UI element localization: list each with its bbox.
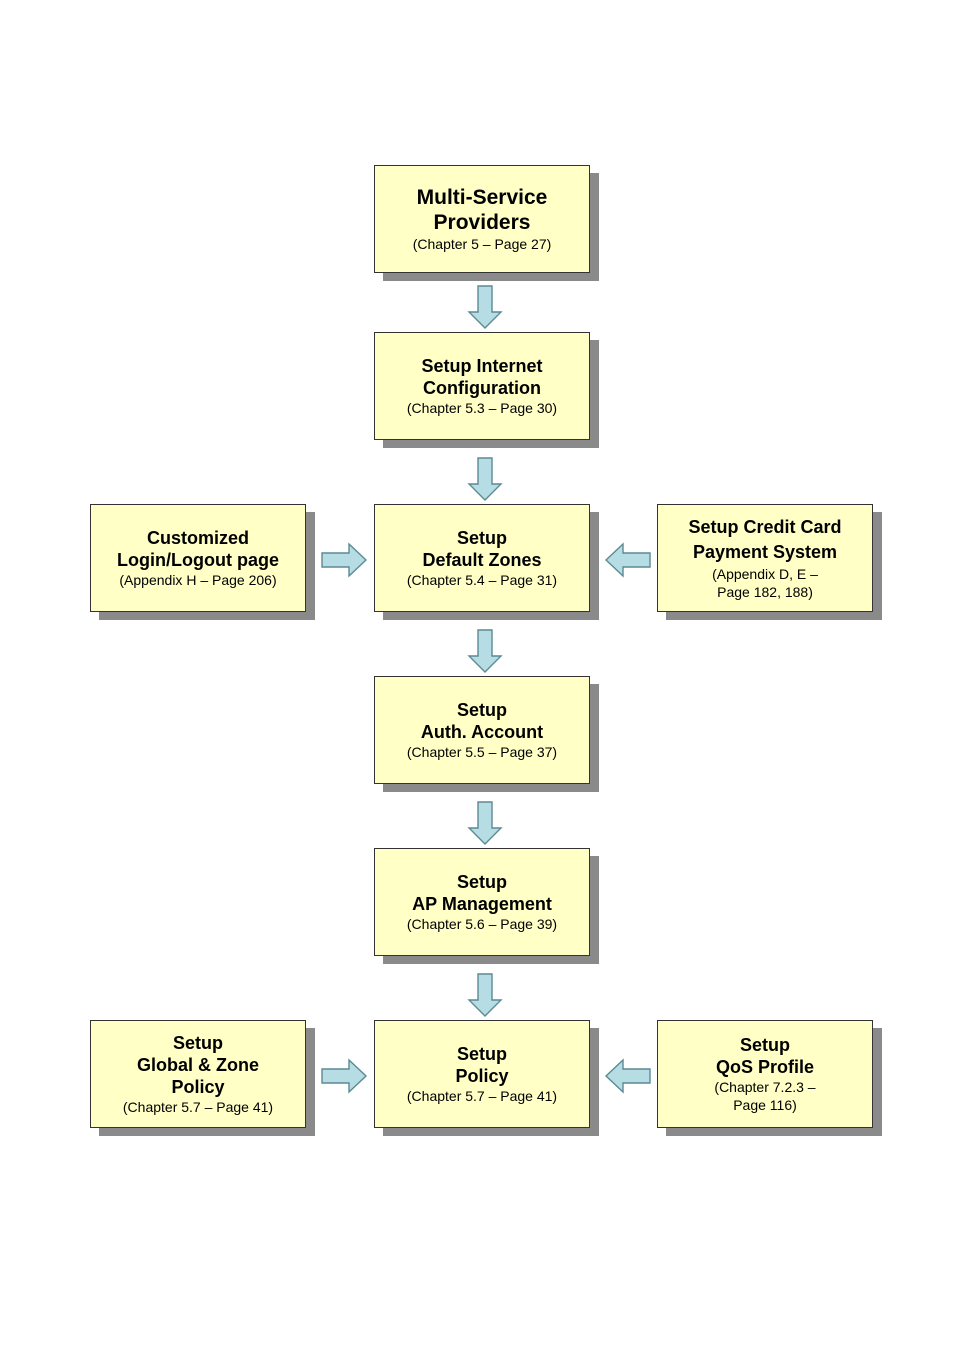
box-title-line-2: Configuration	[423, 378, 541, 398]
box-title-line-1: Setup	[456, 1044, 507, 1064]
box-setup-qos-profile: Setup QoS Profile (Chapter 7.2.3 – Page …	[657, 1020, 873, 1128]
box-title-line-1: Setup Internet	[421, 356, 543, 376]
box-setup-global-zone-policy: Setup Global & Zone Policy (Chapter 5.7 …	[90, 1020, 306, 1128]
box-reference-line-2: Page 182, 188)	[717, 584, 813, 600]
box-title-line-1: Setup	[456, 872, 507, 892]
box-title-line-1: Setup	[456, 528, 507, 548]
box-title-line-1: Setup	[739, 1035, 790, 1055]
box-title-line-2: Auth. Account	[420, 722, 544, 742]
box-title-line-1: Multi-Service	[416, 186, 548, 209]
left-arrow-icon	[604, 1058, 651, 1094]
box-title-line-2: AP Management	[412, 894, 552, 914]
down-arrow-icon	[467, 801, 503, 845]
box-title-line-3: Policy	[171, 1077, 225, 1097]
box-multi-service-providers: Multi-Service Providers (Chapter 5 – Pag…	[374, 165, 590, 273]
box-setup-policy: Setup Policy (Chapter 5.7 – Page 41)	[374, 1020, 590, 1128]
left-arrow-icon	[604, 542, 651, 578]
right-arrow-icon	[321, 1058, 368, 1094]
box-setup-internet-configuration: Setup Internet Configuration (Chapter 5.…	[374, 332, 590, 440]
box-reference: (Chapter 5.5 – Page 37)	[406, 744, 558, 760]
box-title-line-1: Setup Credit Card	[688, 517, 842, 537]
box-setup-credit-card-payment-system: Setup Credit Card Payment System (Append…	[657, 504, 873, 612]
box-setup-default-zones: Setup Default Zones (Chapter 5.4 – Page …	[374, 504, 590, 612]
down-arrow-icon	[467, 973, 503, 1017]
box-reference: (Chapter 5.3 – Page 30)	[406, 400, 558, 416]
box-reference: (Chapter 5.4 – Page 31)	[406, 572, 558, 588]
box-reference: (Chapter 5 – Page 27)	[412, 236, 552, 252]
down-arrow-icon	[467, 285, 503, 329]
box-title-line-1: Setup	[456, 700, 507, 720]
box-title-line-2: Default Zones	[422, 550, 542, 570]
box-customized-login-logout-page: Customized Login/Logout page (Appendix H…	[90, 504, 306, 612]
box-title-line-2: Global & Zone	[136, 1055, 259, 1075]
box-reference: (Chapter 5.6 – Page 39)	[406, 916, 558, 932]
box-title-line-1: Setup	[172, 1033, 223, 1053]
box-title-line-2: QoS Profile	[715, 1057, 814, 1077]
box-title-line-1: Customized	[146, 528, 249, 548]
box-reference: (Chapter 5.7 – Page 41)	[406, 1088, 558, 1104]
down-arrow-icon	[467, 457, 503, 501]
box-reference-line-2: Page 116)	[733, 1097, 797, 1113]
box-title-line-2: Payment System	[692, 542, 838, 562]
box-reference: (Appendix H – Page 206)	[119, 572, 277, 588]
box-title-line-2: Providers	[433, 211, 531, 234]
right-arrow-icon	[321, 542, 368, 578]
box-reference: (Chapter 5.7 – Page 41)	[122, 1099, 274, 1115]
box-title-line-2: Login/Logout page	[117, 550, 279, 570]
box-title-line-2: Policy	[455, 1066, 509, 1086]
down-arrow-icon	[467, 629, 503, 673]
box-reference-line-1: (Chapter 7.2.3 –	[714, 1079, 816, 1095]
box-reference-line-1: (Appendix D, E –	[712, 566, 818, 582]
box-setup-ap-management: Setup AP Management (Chapter 5.6 – Page …	[374, 848, 590, 956]
box-setup-auth-account: Setup Auth. Account (Chapter 5.5 – Page …	[374, 676, 590, 784]
